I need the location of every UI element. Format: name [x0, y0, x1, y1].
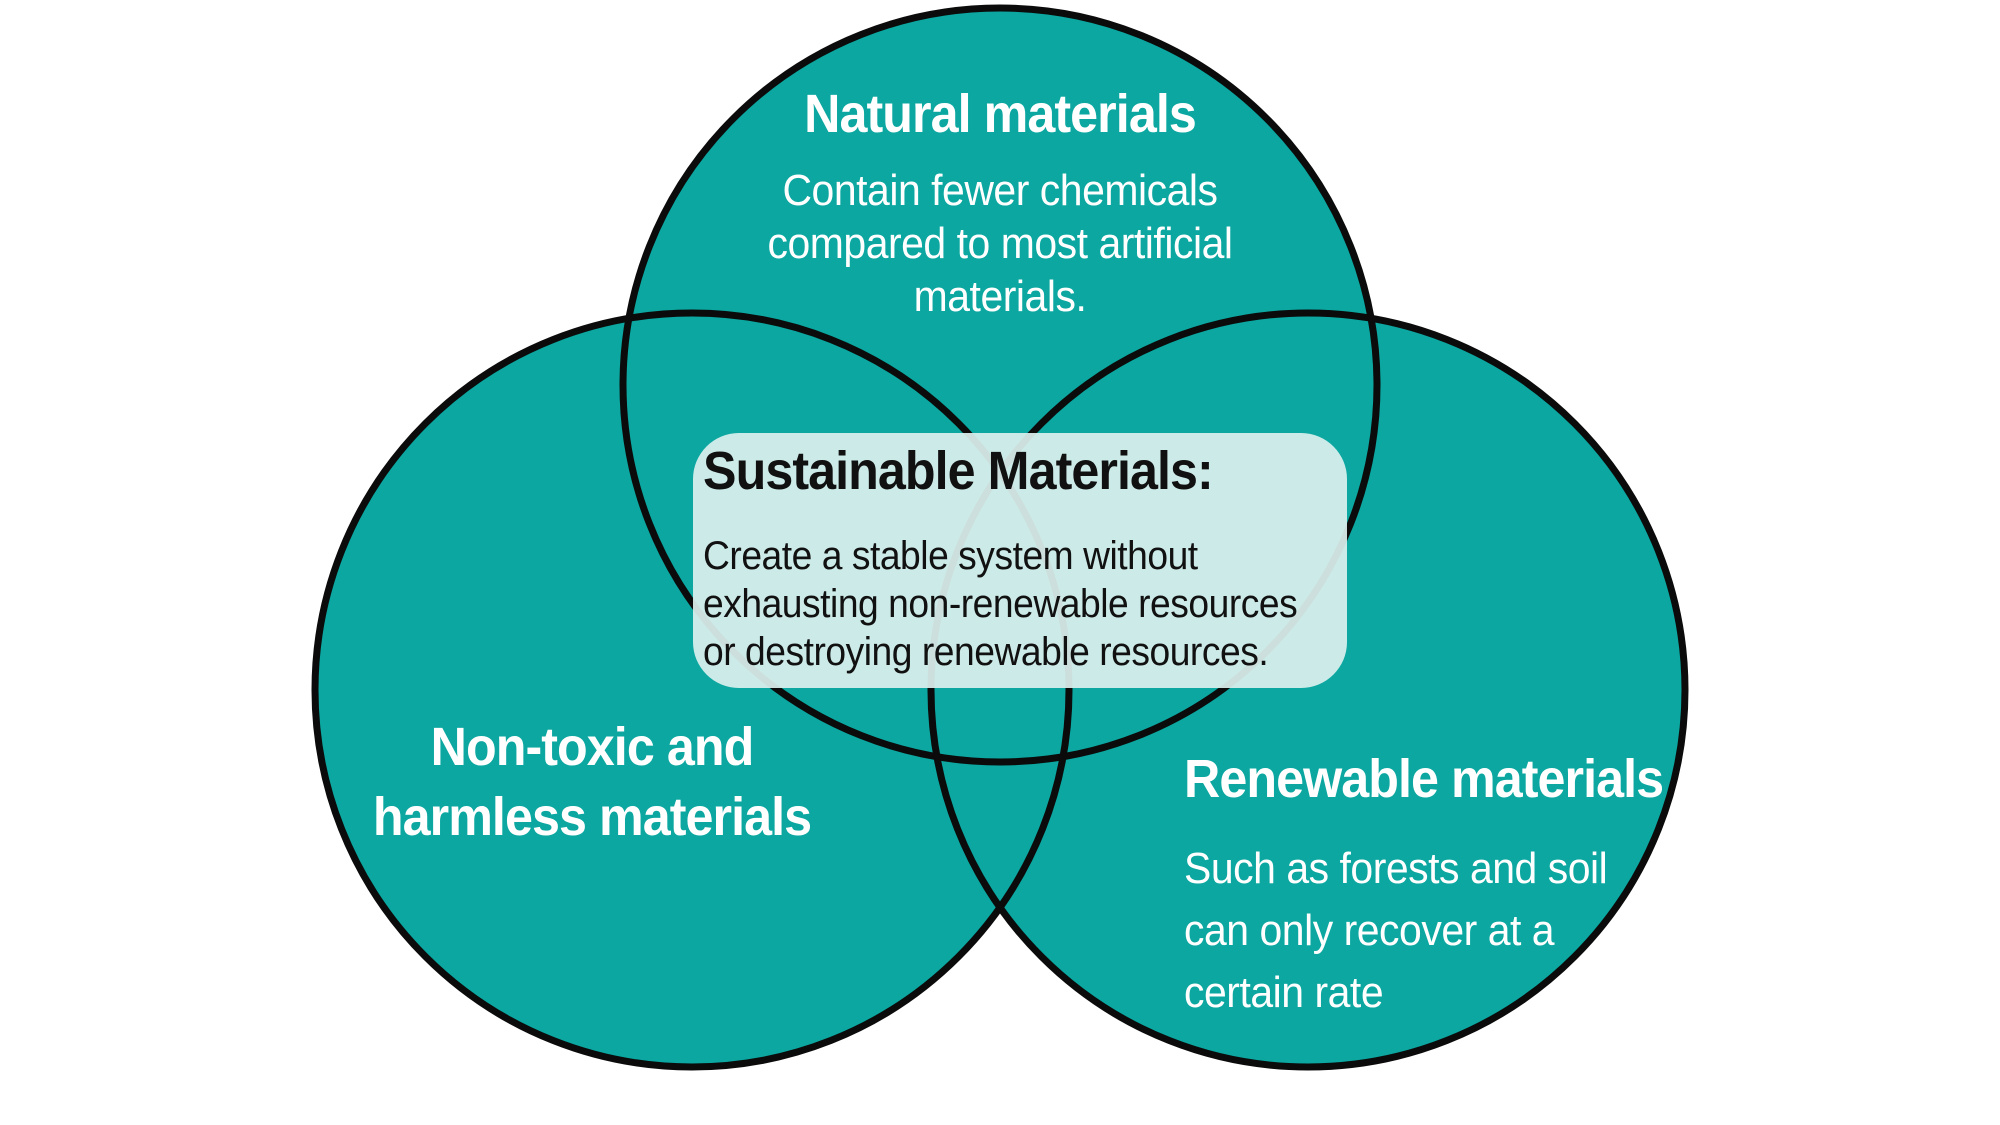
renewable-materials-title: Renewable materials — [1184, 749, 1664, 809]
venn-circle-outlines — [311, 4, 1689, 1071]
nontoxic-materials-title: Non-toxic and harmless materials — [313, 712, 871, 852]
center-callout-box — [693, 433, 1347, 688]
sustainable-materials-description-line: exhausting non-renewable resources — [703, 582, 1298, 626]
renewable-materials-description-line: Such as forests and soil — [1184, 844, 1608, 893]
natural-materials-description-line: Contain fewer chemicals — [782, 166, 1218, 215]
venn-circle-natural-outline — [619, 4, 1381, 766]
natural-materials-description-line: compared to most artificial — [767, 219, 1233, 268]
sustainable-materials-heading: Sustainable Materials: — [703, 441, 1214, 501]
renewable-materials-description-line: certain rate — [1184, 968, 1384, 1017]
venn-circle-renewable-outline — [927, 309, 1689, 1071]
nontoxic-materials-title-line: Non-toxic and — [430, 717, 755, 777]
renewable-materials-description: Such as forests and soil can only recove… — [1184, 838, 1608, 1024]
venn-circle-nontoxic-outline — [311, 309, 1073, 1071]
sustainable-materials-description-line: Create a stable system without — [703, 534, 1198, 578]
nontoxic-materials-title-line: harmless materials — [372, 787, 812, 847]
sustainable-materials-description: Create a stable system without exhaustin… — [703, 532, 1298, 676]
natural-materials-description: Contain fewer chemicals compared to most… — [721, 164, 1279, 323]
natural-materials-title: Natural materials — [804, 84, 1197, 144]
sustainable-materials-description-line: or destroying renewable resources. — [703, 630, 1269, 674]
natural-materials-description-line: materials. — [913, 272, 1087, 321]
renewable-materials-description-line: can only recover at a — [1184, 906, 1555, 955]
